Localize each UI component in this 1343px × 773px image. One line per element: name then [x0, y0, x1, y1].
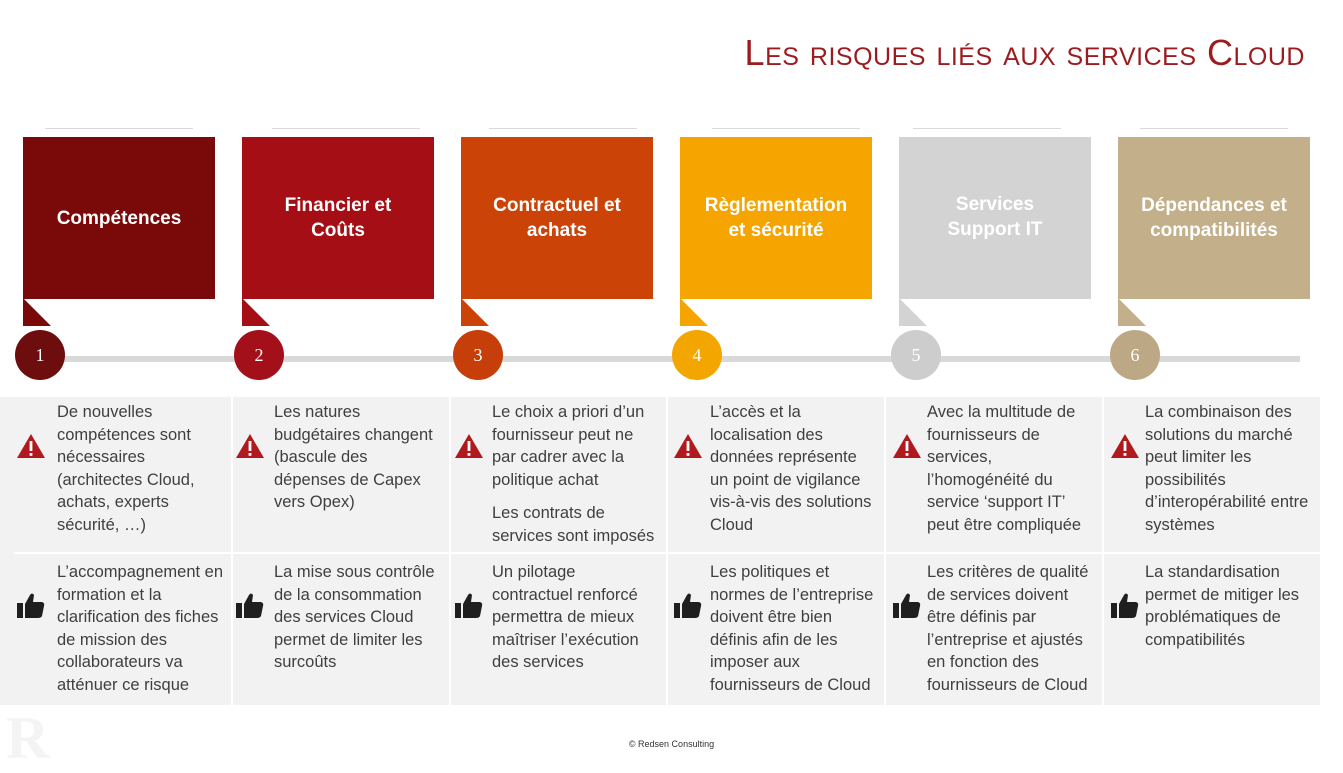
mitigation-text: La standardisation permet de mitiger les… — [1145, 563, 1300, 649]
thumbs-up-icon — [892, 592, 922, 620]
risk-text: Avec la multitude de fournisseurs de ser… — [927, 401, 1099, 548]
risk-paragraph: L’accès et la localisation des données r… — [710, 403, 872, 534]
top-rule — [712, 128, 860, 129]
top-rule — [1140, 128, 1288, 129]
step-number-badge: 6 — [1110, 330, 1160, 380]
column-separator — [231, 397, 233, 705]
thumbs-up-icon — [673, 592, 703, 620]
timeline-segment — [925, 356, 1115, 362]
column-separator — [449, 397, 451, 705]
top-rule — [272, 128, 420, 129]
category-column-4: Règlementation et sécurité 4 — [672, 0, 897, 750]
mitigation-text: Un pilotage contractuel renforcé permett… — [492, 563, 639, 672]
thumbs-up-icon — [235, 592, 265, 620]
risk-paragraph: Les contrats de services sont imposés — [492, 504, 655, 545]
category-column-6: Dépendances et compatibilités 6 — [1110, 0, 1335, 750]
mitigation-text: Les politiques et normes de l’entreprise… — [710, 563, 874, 694]
thumbs-up-icon — [1110, 592, 1140, 620]
category-label: Règlementation — [704, 195, 848, 216]
risk-text: L’accès et la localisation des données r… — [710, 401, 878, 548]
callout-tail — [899, 298, 955, 326]
category-label: Support IT — [947, 219, 1043, 240]
category-box: Règlementation et sécurité — [680, 137, 872, 299]
category-label: Services — [955, 194, 1035, 215]
warning-icon — [235, 433, 265, 459]
callout-tail — [680, 298, 736, 326]
column-separator — [1102, 397, 1104, 705]
top-rule — [913, 128, 1061, 129]
step-number-badge: 3 — [453, 330, 503, 380]
risk-paragraph: De nouvelles compétences sont nécessaire… — [57, 403, 195, 534]
timeline-segment — [49, 356, 239, 362]
mitigation-text: La mise sous contrôle de la consommation… — [274, 563, 435, 672]
timeline-segment — [1144, 356, 1300, 362]
thumbs-up-icon — [16, 592, 46, 620]
category-label: Dépendances et — [1141, 195, 1287, 216]
content-band — [0, 397, 1320, 705]
category-label: Compétences — [56, 207, 182, 229]
warning-icon — [454, 433, 484, 459]
risk-paragraph: Les natures budgétaires changent (bascul… — [274, 403, 433, 512]
top-rule — [45, 128, 193, 129]
category-box: Compétences — [23, 137, 215, 299]
category-box: Contractuel et achats — [461, 137, 653, 299]
mitigation-text: Les critères de qualité de services doiv… — [927, 563, 1089, 694]
category-label: Financier et — [284, 195, 392, 216]
category-label: Contractuel et — [493, 195, 621, 216]
step-number-badge: 1 — [15, 330, 65, 380]
copyright-footer: © Redsen Consulting — [628, 739, 715, 749]
category-column-5: Services Support IT 5 — [891, 0, 1116, 750]
column-separator — [884, 397, 886, 705]
risk-paragraph: Le choix a priori d’un fournisseur peut … — [492, 403, 645, 489]
risk-text: Le choix a priori d’un fournisseur peut … — [492, 401, 660, 559]
warning-icon — [673, 433, 703, 459]
category-box: Services Support IT — [899, 137, 1091, 299]
category-column-2: Financier et Coûts 2 — [234, 0, 459, 750]
timeline-segment — [487, 356, 677, 362]
callout-tail — [461, 298, 517, 326]
category-label: compatibilités — [1150, 220, 1278, 241]
category-label: achats — [526, 220, 588, 241]
category-column-3: Contractuel et achats 3 — [453, 0, 678, 750]
mitigation-text: L’accompagnement en formation et la clar… — [57, 563, 224, 694]
step-number-badge: 2 — [234, 330, 284, 380]
timeline-segment — [268, 356, 458, 362]
timeline-segment — [706, 356, 896, 362]
category-column-1: Compétences 1 — [15, 0, 240, 750]
warning-icon — [1110, 433, 1140, 459]
category-label: et sécurité — [728, 220, 824, 241]
risk-text: Les natures budgétaires changent (bascul… — [274, 401, 439, 525]
top-rule — [489, 128, 637, 129]
risk-paragraph: Avec la multitude de fournisseurs de ser… — [927, 403, 1082, 534]
column-separator — [666, 397, 668, 705]
thumbs-up-icon — [454, 592, 484, 620]
category-label: Coûts — [311, 220, 365, 241]
callout-tail — [1118, 298, 1174, 326]
page-title: Les risques liés aux services Cloud — [744, 32, 1305, 73]
step-number-badge: 5 — [891, 330, 941, 380]
callout-tail — [242, 298, 298, 326]
category-box: Financier et Coûts — [242, 137, 434, 299]
warning-icon — [16, 433, 46, 459]
risk-paragraph: La combinaison des solutions du marché p… — [1145, 403, 1309, 534]
callout-tail — [23, 298, 79, 326]
risk-text: De nouvelles compétences sont nécessaire… — [57, 401, 227, 548]
risk-text: La combinaison des solutions du marché p… — [1145, 401, 1315, 548]
category-box: Dépendances et compatibilités — [1118, 137, 1310, 299]
warning-icon — [892, 433, 922, 459]
step-number-badge: 4 — [672, 330, 722, 380]
